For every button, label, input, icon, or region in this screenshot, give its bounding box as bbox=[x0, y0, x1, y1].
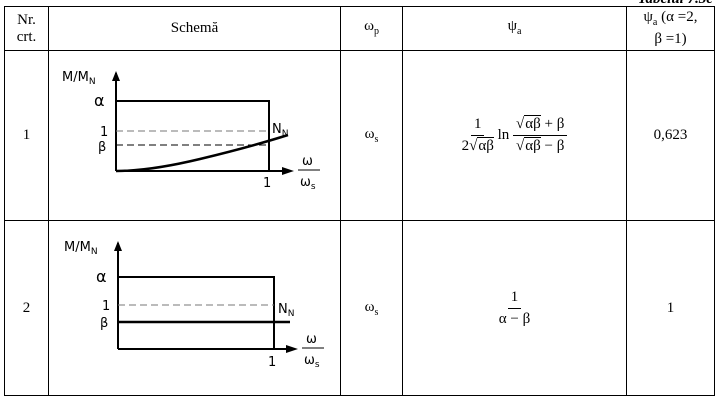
x-arrow-icon bbox=[285, 345, 298, 353]
x-label-num: ω bbox=[302, 154, 313, 169]
row-number: 2 bbox=[4, 220, 49, 396]
scheme-diagram-1: M/MN α 1 β NN 1 ω ωs bbox=[62, 70, 320, 192]
x-one-label: 1 bbox=[268, 355, 276, 370]
omega-p-cell: ωs bbox=[340, 50, 403, 221]
scheme-cell: M/MN α 1 β NN 1 ω ωs bbox=[48, 220, 341, 396]
header-row: Nr.crt. Schemă ωp ψa ψa (α =2,β =1) bbox=[4, 6, 715, 51]
curve-label: NN bbox=[278, 302, 294, 319]
scheme-cell: M/MN α 1 β NN 1 ω ωs bbox=[48, 50, 341, 221]
table: Nr.crt. Schemă ωp ψa ψa (α =2,β =1) 1 M/… bbox=[4, 6, 715, 396]
psi-value: 0,623 bbox=[626, 50, 715, 221]
alpha-label: α bbox=[96, 267, 107, 286]
curve-label: NN bbox=[272, 122, 288, 139]
ln: ln bbox=[497, 126, 510, 143]
table-caption: Tabelul 7.3c bbox=[638, 0, 713, 8]
psi-value: 1 bbox=[626, 220, 715, 396]
x-one-label: 1 bbox=[263, 176, 271, 191]
x-arrow-icon bbox=[281, 167, 294, 175]
header-psi-a: ψa bbox=[402, 6, 627, 51]
one-label: 1 bbox=[100, 125, 108, 140]
one-label: 1 bbox=[102, 299, 110, 314]
scheme-diagram-2: M/MN α 1 β NN 1 ω ωs bbox=[64, 240, 324, 370]
header-omega-p: ωp bbox=[340, 6, 403, 51]
x-label-num: ω bbox=[306, 332, 317, 347]
beta-label: β bbox=[100, 316, 108, 331]
frac-den: α − β bbox=[498, 310, 531, 327]
beta-label: β bbox=[98, 140, 106, 155]
header-nr: Nr.crt. bbox=[4, 6, 49, 51]
row-number: 1 bbox=[4, 50, 49, 221]
torque-line bbox=[117, 276, 275, 349]
y-axis-label: M/MN bbox=[64, 240, 98, 257]
alpha-label: α bbox=[94, 91, 105, 110]
torque-line bbox=[115, 100, 270, 171]
x-label-den: ωs bbox=[300, 175, 316, 192]
omega-p-cell: ωs bbox=[340, 220, 403, 396]
y-arrow-icon bbox=[111, 71, 120, 81]
frac-num: 1 bbox=[507, 289, 522, 309]
y-arrow-icon bbox=[113, 241, 122, 251]
load-curve bbox=[115, 133, 288, 173]
x-label-den: ωs bbox=[304, 353, 320, 370]
frac-num: 1 bbox=[470, 116, 485, 136]
header-schema: Schemă bbox=[48, 6, 341, 51]
y-axis-label: M/MN bbox=[62, 70, 96, 87]
header-psi-value: ψa (α =2,β =1) bbox=[626, 6, 715, 51]
